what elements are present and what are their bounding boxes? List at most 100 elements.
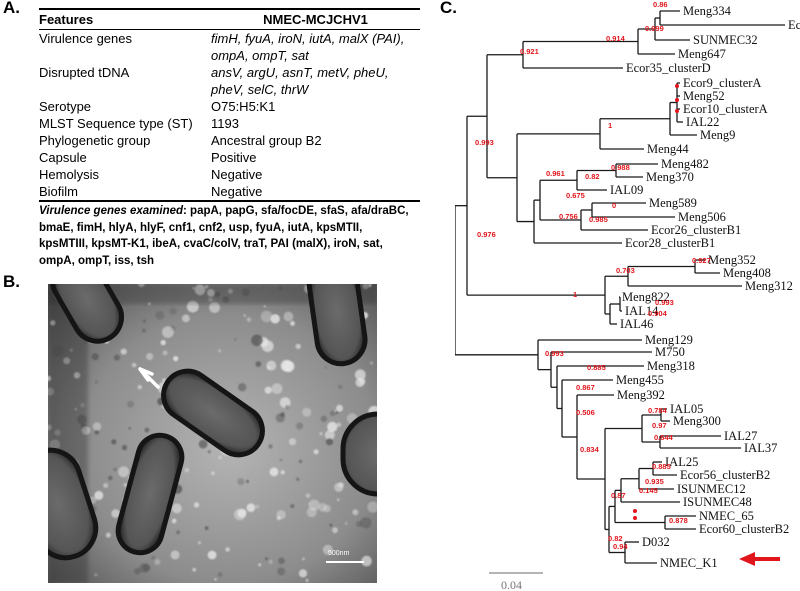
tree-leaf-label: Meng9 [700,128,735,142]
feature-name: MLST Sequence type (ST) [39,116,193,131]
table-row: MLST Sequence type (ST) 1193 [39,115,420,132]
tree-leaf-label: Meng408 [723,266,771,280]
tree-leaf-label: IAL37 [744,441,777,455]
support-value: 0.644 [654,433,674,442]
feature-name: Serotype [39,99,92,114]
tree-node-marker [675,84,679,88]
panel-label-c: C. [440,0,457,17]
note-line: ompA, ompT, iss, tsh [39,254,155,267]
support-value: 0.834 [580,445,600,454]
tree-node-marker [675,109,679,113]
tree-leaf-label: Meng455 [616,373,664,387]
feature-value-line: Negative [211,184,263,199]
support-value: 0.82 [585,172,600,181]
feature-value-line: ompA, ompT, sat [211,48,309,63]
support-value: 0.904 [648,309,668,318]
tree-leaf-label: Ecor_clusterD [788,18,800,32]
arrow-icon [138,367,160,389]
support-value: 0.993 [655,298,674,307]
virulence-genes-note: Virulence genes examined: papA, papG, sf… [39,203,420,269]
support-value: 0.985 [589,215,608,224]
feature-value-line: Ancestral group B2 [211,133,322,148]
micrograph-image [48,284,377,583]
note-line: : papA, papG, sfa/focDE, sfaS, afa/draBC… [183,205,409,217]
tree-leaf-label: NMEC_K1 [660,556,718,570]
tree-leaf-label: NMEC_65 [699,509,754,523]
tree-leaf-label: IAL09 [610,183,643,197]
support-value: 0.878 [669,516,688,525]
tree-leaf-label: IAL27 [724,429,757,443]
table-bottom-rule [39,200,420,202]
tree-leaf-label: Meng647 [678,47,726,61]
scale-bar-label: 500nm [328,550,350,557]
feature-value-line: 1193 [211,116,239,131]
table-row: Serotype O75:H5:K1 [39,98,420,115]
tree-leaf-label: IAL05 [670,402,703,416]
table-header: Features NMEC-MCJCHV1 [39,10,420,29]
support-value: 0.675 [566,191,585,200]
support-value: 0.86 [653,0,668,9]
tem-micrograph: 500nm [48,284,377,583]
tree-leaf-label: Meng300 [673,414,721,428]
support-value: 0.914 [606,34,626,43]
tree-leaf-label: M750 [655,345,685,359]
feature-name: Virulence genes [39,31,132,46]
feature-value: 1193 [211,115,420,132]
tree-leaf-label: IAL14 [625,304,659,318]
feature-value: O75:H5:K1 [211,98,420,115]
feature-value: Ancestral group B2 [211,132,420,149]
support-value: 0.988 [611,163,630,172]
feature-value: ansV, argU, asnT, metV, pheU,pheV, selC,… [211,64,420,98]
tree-leaf-labels: Meng334Ecor_clusterDSUNMEC32Meng647Ecor3… [610,4,800,570]
phylogenetic-tree: Meng334Ecor_clusterDSUNMEC32Meng647Ecor3… [455,0,800,591]
support-value: 0.999 [645,24,664,33]
support-value: 0.885 [652,462,671,471]
support-value: 0.506 [576,408,595,417]
feature-value-line: O75:H5:K1 [211,99,276,114]
feature-value: fimH, fyuA, iroN, iutA, malX (PAI), ompA,… [211,30,420,64]
feature-value-line: Positive [211,150,257,165]
support-value: 0.993 [475,138,494,147]
support-value: 1 [573,290,577,299]
tree-leaf-label: Meng44 [647,142,689,156]
feature-value-line: ansV, argU, asnT, metV, pheU, [211,65,389,80]
feature-name: Hemolysis [39,167,99,182]
tree-leaf-label: IAL46 [620,317,653,331]
feature-value: Positive [211,149,420,166]
support-value: 1 [608,121,612,130]
tree-leaf-label: ISUNMEC12 [677,482,746,496]
header-strain: NMEC-MCJCHV1 [263,12,368,27]
note-line: bmaE, fimH, hlyA, hlyF, cnf1, cnf2, usp,… [39,221,363,234]
support-value: 0.82 [608,534,623,543]
tree-leaf-label: Meng318 [647,359,695,373]
support-value: 0.784 [648,406,668,415]
support-value: 0.961 [546,169,565,178]
feature-value-line: fimH, fyuA, iroN, iutA, malX (PAI), [211,31,405,46]
tree-leaf-label: Ecor35_clusterD [626,61,711,75]
table-row: Hemolysis Negative [39,166,420,183]
tree-leaf-label: D032 [642,535,670,549]
panel-label-a: A. [3,0,20,17]
feature-name: Phylogenetic group [39,133,151,148]
tree-leaf-label: Meng129 [645,333,693,347]
table-body: Virulence genes fimH, fyuA, iroN, iutA, m… [39,30,420,200]
tree-leaf-label: SUNMEC32 [693,33,758,47]
support-value: 0.885 [587,363,606,372]
table-header-rule [39,29,420,30]
support-value: 0.756 [559,212,578,221]
support-value: 0.921 [520,47,539,56]
tree-leaf-label: Ecor26_clusterB1 [651,223,741,237]
tree-leaf-label: IAL22 [686,115,719,129]
support-value: 0.993 [545,349,564,358]
table-row: Virulence genes fimH, fyuA, iroN, iutA, m… [39,30,420,64]
feature-value-line: Negative [211,167,263,182]
arrow-head [739,552,755,566]
tree-node-marker [675,98,679,102]
features-table: Features NMEC-MCJCHV1 Virulence genes fim… [39,8,420,269]
support-value: 0.145 [639,486,658,495]
panel-label-b: B. [3,272,20,291]
table-row: Phylogenetic group Ancestral group B2 [39,132,420,149]
tree-branches [455,10,785,564]
